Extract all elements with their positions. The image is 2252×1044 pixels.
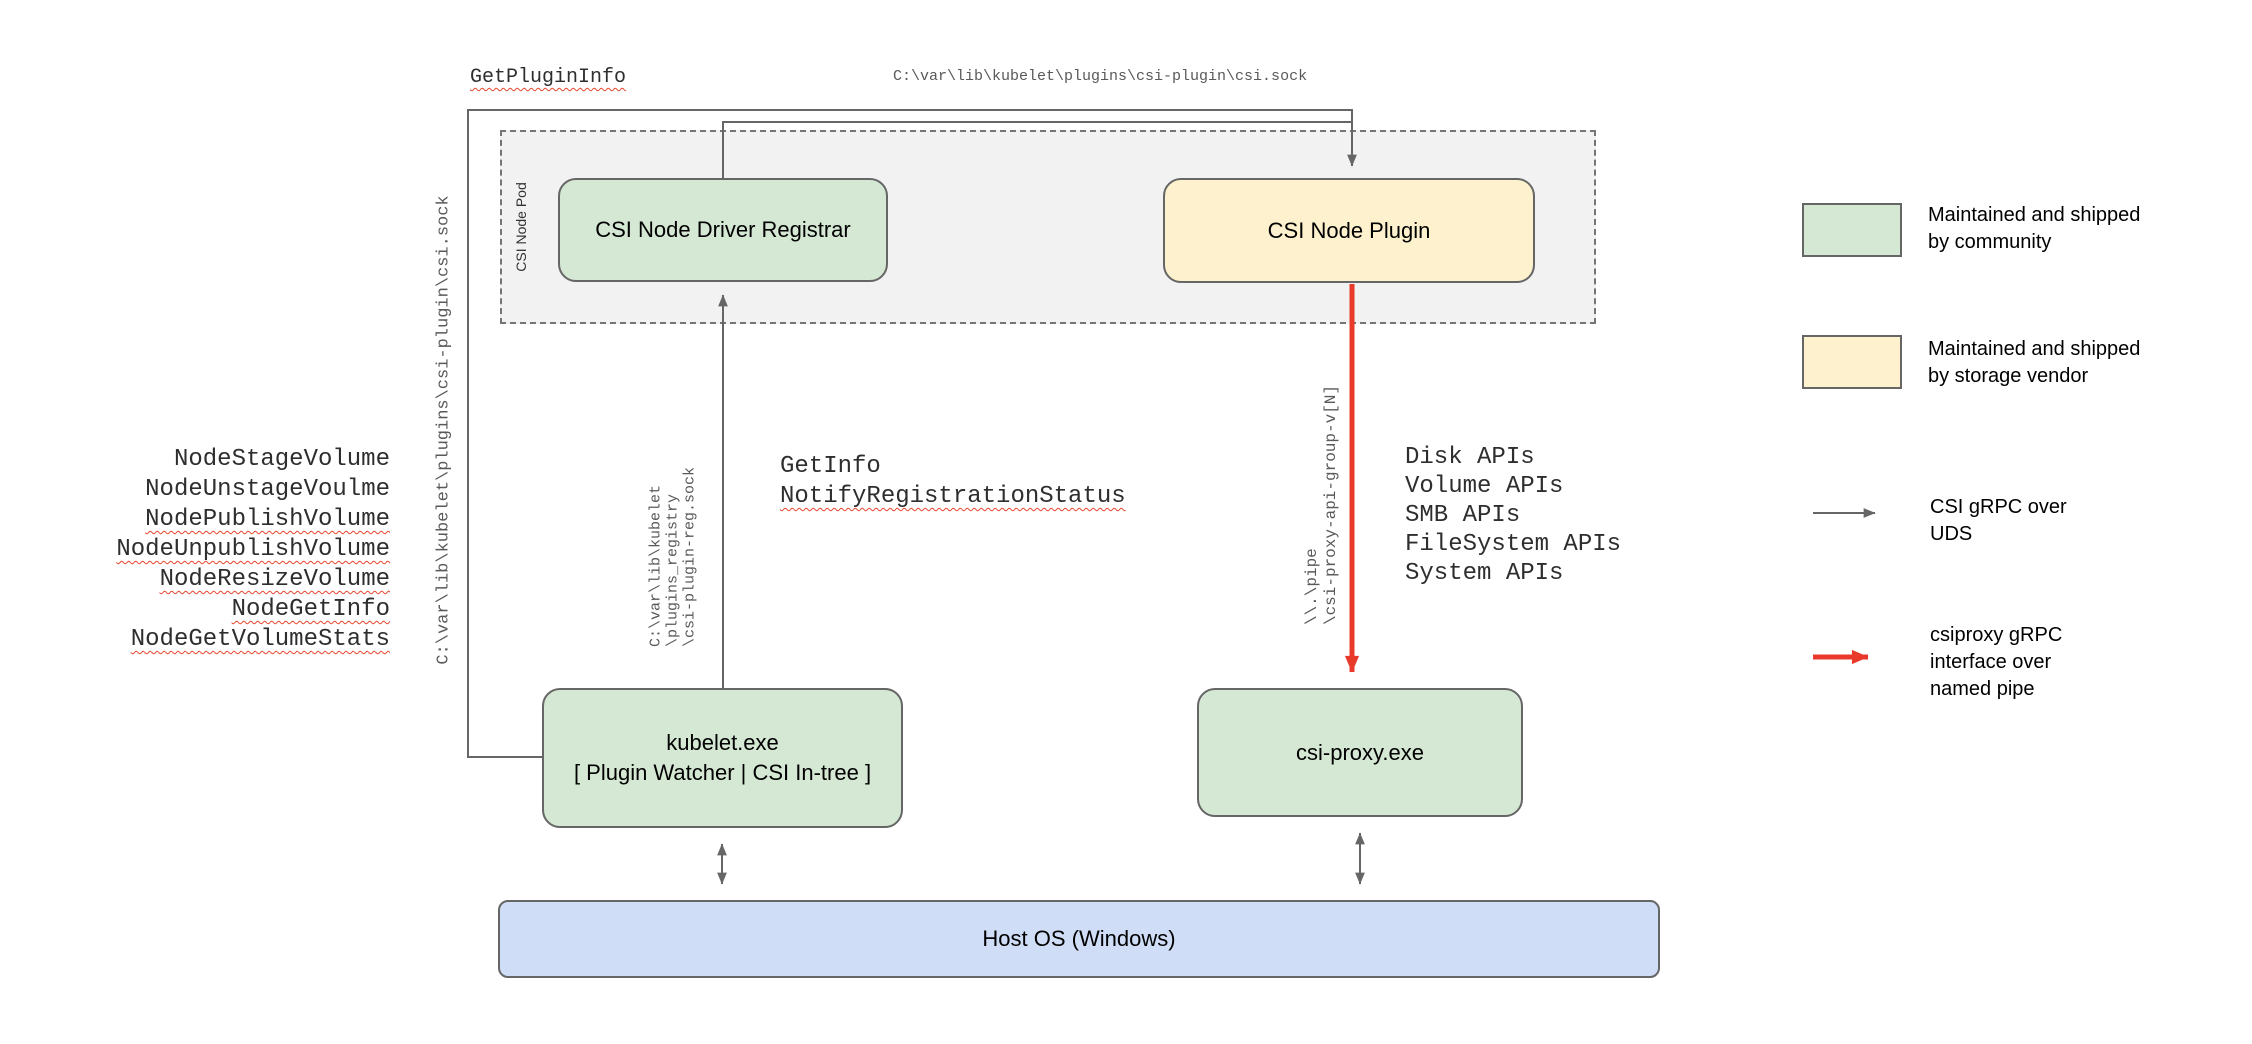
- registration-calls-list: GetInfo NotifyRegistrationStatus: [780, 452, 1126, 512]
- node-call: NodeGetInfo: [231, 596, 390, 623]
- proxy-api-list: Disk APIs Volume APIs SMB APIs FileSyste…: [1405, 443, 1621, 588]
- proxy-api: FileSystem APIs: [1405, 531, 1622, 558]
- host-os-node: Host OS (Windows): [498, 900, 1660, 978]
- plugin-label: CSI Node Plugin: [1267, 217, 1431, 243]
- legend-community-line: Maintained and shipped: [1928, 204, 2141, 226]
- legend-vendor-swatch: [1802, 335, 1902, 389]
- legend-vendor-label: Maintained and shipped by storage vendor: [1928, 336, 2140, 390]
- kubelet-label-line1: kubelet.exe: [666, 730, 779, 755]
- node-call: NodeUnpublishVolume: [116, 536, 390, 563]
- kubelet-node: kubelet.exe [ Plugin Watcher | CSI In-tr…: [542, 688, 903, 828]
- connector-registrar-to-plugin-uds: [722, 121, 1351, 178]
- legend-pipe-line: csiproxy gRPC: [1930, 624, 2063, 646]
- legend-vendor-line: Maintained and shipped: [1928, 338, 2141, 360]
- legend-pipe-label: csiproxy gRPC interface over named pipe: [1930, 622, 2062, 703]
- named-pipe-path-label: \\.\pipe \csi-proxy-api-group-v[N]: [1303, 385, 1341, 625]
- proxy-api: Volume APIs: [1405, 473, 1564, 500]
- node-call: NodeGetVolumeStats: [130, 626, 390, 653]
- csi-proxy-node: csi-proxy.exe: [1197, 688, 1523, 817]
- csi-node-pod-label: CSI Node Pod: [513, 182, 529, 272]
- node-call: NodeResizeVolume: [159, 566, 390, 593]
- legend-community-line: by community: [1928, 231, 2052, 253]
- legend-community-label: Maintained and shipped by community: [1928, 202, 2140, 256]
- registry-socket-line: C:\var\lib\kubelet: [647, 484, 665, 648]
- legend-uds-line: UDS: [1930, 523, 1973, 545]
- node-call: NodeUnstageVoulme: [145, 476, 390, 503]
- legend-pipe-line: interface over: [1930, 651, 2052, 673]
- registration-call: GetInfo: [780, 453, 881, 480]
- node-call: NodeStageVolume: [173, 446, 390, 473]
- host-os-label: Host OS (Windows): [982, 926, 1176, 951]
- legend-vendor-line: by storage vendor: [1928, 365, 2089, 387]
- registry-socket-path-label: C:\var\lib\kubelet \plugins_registry \cs…: [648, 467, 699, 647]
- proxy-api: System APIs: [1405, 560, 1564, 587]
- top-csi-socket-path-label: C:\var\lib\kubelet\plugins\csi-plugin\cs…: [893, 68, 1308, 85]
- csi-node-driver-registrar-node: CSI Node Driver Registrar: [558, 178, 888, 282]
- node-call: NodePublishVolume: [145, 506, 390, 533]
- kubelet-label-line2: [ Plugin Watcher | CSI In-tree ]: [573, 760, 872, 785]
- csi-proxy-label: csi-proxy.exe: [1296, 739, 1424, 765]
- proxy-api: SMB APIs: [1405, 502, 1521, 529]
- left-csi-socket-path-label: C:\var\lib\kubelet\plugins\csi-plugin\cs…: [434, 195, 454, 665]
- registration-call: NotifyRegistrationStatus: [780, 483, 1126, 510]
- proxy-api: Disk APIs: [1405, 444, 1535, 471]
- csi-node-plugin-node: CSI Node Plugin: [1163, 178, 1535, 283]
- node-volume-calls-list: NodeStageVolume NodeUnstageVoulme NodePu…: [80, 445, 390, 655]
- get-plugin-info-label: GetPluginInfo: [470, 66, 627, 89]
- legend-uds-line: CSI gRPC over: [1930, 496, 2067, 518]
- legend-community-swatch: [1802, 203, 1902, 257]
- legend-pipe-line: named pipe: [1930, 678, 2035, 700]
- registry-socket-line: \plugins_registry: [664, 493, 682, 648]
- connector-kubelet-to-plugin-uds: [467, 109, 1357, 758]
- registrar-label: CSI Node Driver Registrar: [595, 217, 851, 242]
- named-pipe-line: \\.\pipe: [1303, 548, 1321, 626]
- registry-socket-line: \csi-plugin-reg.sock: [681, 466, 699, 648]
- named-pipe-line: \csi-proxy-api-group-v[N]: [1322, 384, 1340, 626]
- legend-uds-label: CSI gRPC over UDS: [1930, 494, 2067, 548]
